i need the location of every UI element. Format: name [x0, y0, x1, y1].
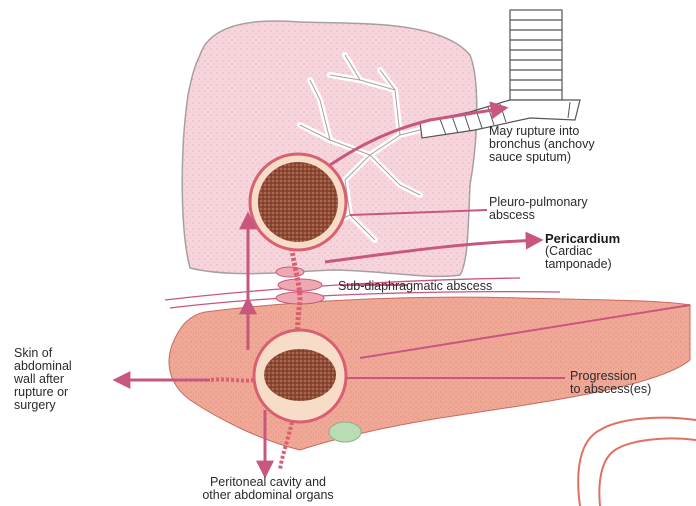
liver-abscess [254, 330, 346, 422]
tract-skin [210, 379, 254, 380]
label-pleuro-pulmonary: Pleuro-pulmonary abscess [489, 196, 588, 222]
colon [578, 418, 696, 506]
label-skin: Skin of abdominal wall after rupture or … [14, 347, 72, 412]
label-sub-diaphragmatic: Sub-diaphragmatic abscess [338, 280, 492, 293]
gallbladder [329, 422, 361, 442]
pleuro-pulmonary-abscess [250, 154, 346, 250]
label-progression: Progression to abscess(es) [570, 370, 651, 396]
label-pericardium-sub: (Cardiac tamponade) [545, 245, 612, 271]
label-bronchus: May rupture into bronchus (anchovy sauce… [489, 125, 595, 164]
label-peritoneal: Peritoneal cavity and other abdominal or… [140, 476, 396, 502]
